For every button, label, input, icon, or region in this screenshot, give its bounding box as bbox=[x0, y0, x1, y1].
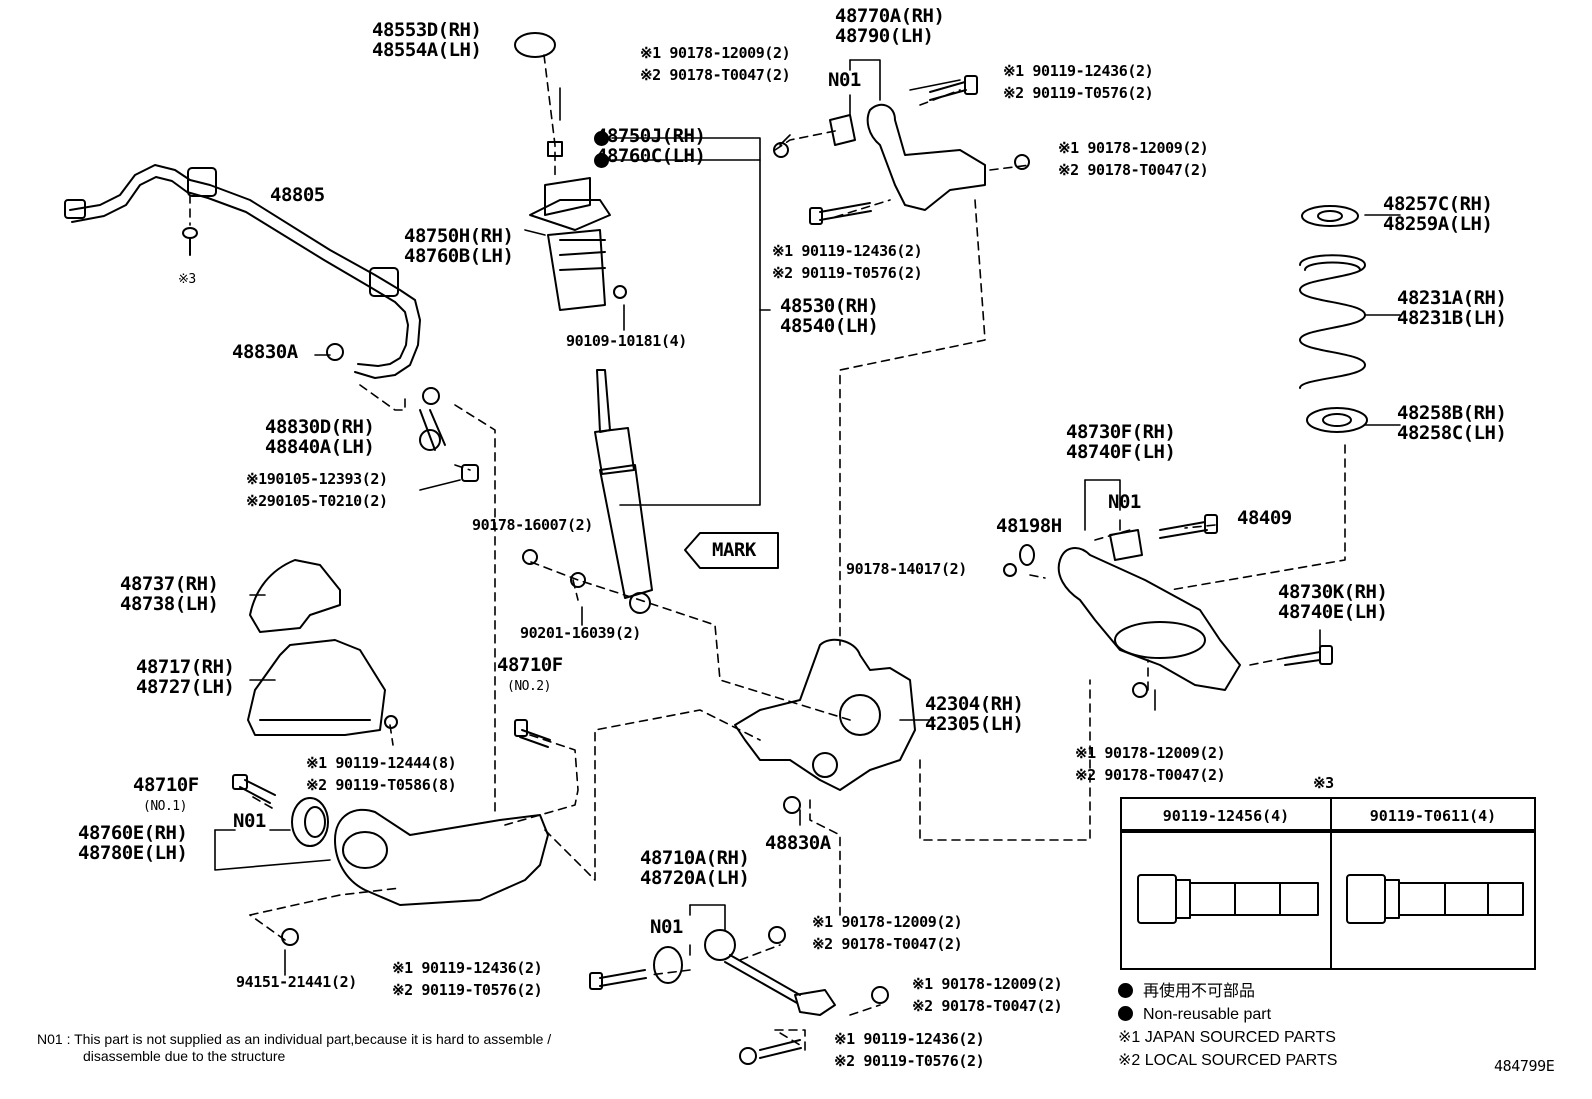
label-cover-48737: 48737(RH)48738(LH) bbox=[120, 573, 219, 615]
label-arm-48770: 48770A(RH)48790(LH) bbox=[835, 5, 945, 47]
label-nut-90105: ※190105-12393(2)※290105-T0210(2) bbox=[246, 470, 388, 510]
label-absorber-48530: 48530(RH)48540(LH) bbox=[780, 295, 879, 337]
table-note3: ※3 bbox=[1313, 774, 1334, 792]
lateral-link-shape bbox=[653, 929, 836, 1016]
label-stabilizer-bar: 48805 bbox=[270, 184, 325, 206]
label-nut-90178-16007: 90178-16007(2) bbox=[472, 516, 593, 534]
label-mark: MARK bbox=[712, 539, 756, 561]
covers-shape bbox=[247, 559, 386, 736]
label-bush-48830a-left: 48830A bbox=[232, 341, 298, 363]
footnote-line1: N01 : This part is not supplied as an in… bbox=[37, 1031, 552, 1047]
label-bolt-90109: 90109-10181(4) bbox=[566, 332, 687, 350]
label-link-48830d: 48830D(RH)48840A(LH) bbox=[265, 416, 375, 458]
non-reusable-part-icon bbox=[1118, 983, 1133, 998]
label-seat-48258: 48258B(RH)48258C(LH) bbox=[1397, 402, 1507, 444]
non-reusable-part-icon bbox=[1118, 1006, 1133, 1021]
label-nut-top-mid: ※1 90178-12009(2)※2 90178-T0047(2) bbox=[640, 44, 791, 84]
dashed-leaders bbox=[189, 54, 1346, 1051]
upper-arm-shape bbox=[829, 103, 986, 211]
legend-jp-text: 再使用不可部品 bbox=[1143, 983, 1256, 1000]
small-hardware bbox=[281, 142, 1148, 1065]
table-bolt-drawings bbox=[1137, 874, 1524, 924]
legend-en-text: Non-reusable part bbox=[1143, 1006, 1272, 1023]
label-n01-bottom: N01 bbox=[650, 916, 683, 938]
label-bolt-under-arm: ※1 90119-12436(2)※2 90119-T0576(2) bbox=[772, 242, 923, 282]
label-bolt-48409: 48409 bbox=[1237, 507, 1292, 529]
label-n01-left: N01 bbox=[233, 810, 266, 832]
label-knuckle-42304: 42304(RH)42305(LH) bbox=[925, 693, 1024, 735]
label-nut-top-right: ※1 90178-12009(2)※2 90178-T0047(2) bbox=[1058, 139, 1209, 179]
table-column-divider bbox=[1330, 799, 1332, 968]
label-bolt-48710f-no1: 48710F bbox=[133, 774, 199, 796]
label-bolt-90119-12444: ※1 90119-12444(8)※2 90119-T0586(8) bbox=[306, 754, 457, 794]
label-nut-bottom-1: ※1 90178-12009(2)※2 90178-T0047(2) bbox=[812, 913, 963, 953]
label-bolt-top-right: ※1 90119-12436(2)※2 90119-T0576(2) bbox=[1003, 62, 1154, 102]
footnote-line2: disassemble due to the structure bbox=[83, 1048, 286, 1064]
label-arm-48730k: 48730K(RH)48740E(LH) bbox=[1278, 581, 1388, 623]
label-n01-mid: N01 bbox=[1108, 491, 1141, 513]
non-reusable-part-icon bbox=[594, 131, 609, 146]
label-cap-48553: 48553D(RH)48554A(LH) bbox=[372, 19, 482, 61]
table-col2-header: 90119-T0611(4) bbox=[1332, 799, 1534, 833]
label-seat-48257: 48257C(RH)48259A(LH) bbox=[1383, 193, 1493, 235]
label-note3-small: ※3 bbox=[178, 272, 196, 287]
label-n01-top: N01 bbox=[828, 69, 861, 91]
label-arm-48710a: 48710A(RH)48720A(LH) bbox=[640, 847, 750, 889]
solid-leaders bbox=[214, 59, 1401, 976]
lower-arm-right-shape bbox=[1057, 529, 1241, 691]
non-reusable-part-icon bbox=[594, 153, 609, 168]
label-nut-94151: 94151-21441(2) bbox=[236, 973, 357, 991]
label-bolt-48710f-no2: 48710F bbox=[497, 654, 563, 676]
label-arm-48730f: 48730F(RH)48740F(LH) bbox=[1066, 421, 1176, 463]
shock-absorber-shape bbox=[594, 369, 779, 614]
legend-japan-sourced: ※1 JAPAN SOURCED PARTS bbox=[1118, 1029, 1336, 1046]
label-nut-90178-14017: 90178-14017(2) bbox=[846, 560, 967, 578]
bolt-variant-table: 90119-12456(4) 90119-T0611(4) bbox=[1120, 797, 1536, 970]
label-no1: (NO.1) bbox=[143, 799, 187, 814]
label-nut-bottom-2: ※1 90178-12009(2)※2 90178-T0047(2) bbox=[912, 975, 1063, 1015]
top-mounts bbox=[514, 32, 627, 311]
stabilizer-bar-shape bbox=[64, 164, 421, 379]
label-cam-48198h: 48198H bbox=[996, 515, 1062, 537]
label-bolt-bottom: ※1 90119-12436(2)※2 90119-T0576(2) bbox=[834, 1030, 985, 1070]
legend-local-sourced: ※2 LOCAL SOURCED PARTS bbox=[1118, 1052, 1338, 1069]
spring-shape bbox=[1299, 205, 1368, 433]
label-bush-48830a-bottom: 48830A bbox=[765, 832, 831, 854]
bolts bbox=[232, 75, 1333, 1059]
label-support-48750j: 48750J(RH)48760C(LH) bbox=[596, 125, 706, 167]
table-col1-header: 90119-12456(4) bbox=[1122, 799, 1330, 833]
label-arm-48760e: 48760E(RH)48780E(LH) bbox=[78, 822, 188, 864]
label-nut-right-mid: ※1 90178-12009(2)※2 90178-T0047(2) bbox=[1075, 744, 1226, 784]
diagram-id: 484799E bbox=[1494, 1057, 1555, 1075]
legend-en-row: Non-reusable part bbox=[1118, 1003, 1337, 1026]
trailing-arm-shape bbox=[291, 797, 549, 906]
knuckle-shape bbox=[734, 638, 916, 791]
label-no2: (NO.2) bbox=[507, 679, 551, 694]
legend: 再使用不可部品 Non-reusable part ※1 JAPAN SOURC… bbox=[1118, 980, 1337, 1072]
label-washer-90201: 90201-16039(2) bbox=[520, 624, 641, 642]
legend-jp-row: 再使用不可部品 bbox=[1118, 980, 1337, 1003]
label-bumper-48750h: 48750H(RH)48760B(LH) bbox=[404, 225, 514, 267]
label-cover-48717: 48717(RH)48727(LH) bbox=[136, 656, 235, 698]
label-bolt-bottom-left: ※1 90119-12436(2)※2 90119-T0576(2) bbox=[392, 959, 543, 999]
label-spring-48231: 48231A(RH)48231B(LH) bbox=[1397, 287, 1507, 329]
